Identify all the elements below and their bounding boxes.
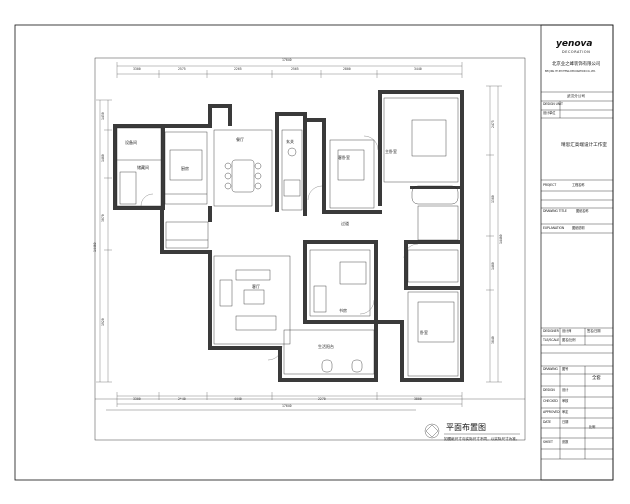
left-dimension-lines bbox=[96, 99, 112, 383]
room-storage: 储藏间 bbox=[137, 165, 149, 170]
approved-value: 审定 bbox=[562, 410, 569, 414]
all-set-label: 全套 bbox=[592, 376, 601, 381]
dim-bottom-5: 3800 bbox=[414, 397, 422, 401]
design-unit-label: DESIGN UNIT bbox=[543, 102, 563, 106]
date-label: DATE bbox=[543, 420, 551, 424]
room-guest-bedroom: 客卧室 bbox=[338, 155, 350, 160]
studio-name: 晴思汇高端设计工作室 bbox=[561, 143, 607, 148]
right-dimension-lines bbox=[486, 85, 502, 383]
dim-top-1: 3300 bbox=[133, 67, 141, 71]
designer-label: DESIGNER bbox=[543, 329, 559, 333]
dim-right-total: 14460 bbox=[499, 234, 503, 244]
room-equipment: 设备间 bbox=[125, 140, 137, 145]
checked-label: CHECKED bbox=[543, 399, 558, 403]
dim-bottom-4: 2270 bbox=[318, 397, 326, 401]
scale-ratio-label: 比例 bbox=[589, 425, 596, 429]
bottom-dimension-lines bbox=[116, 392, 463, 407]
title-block-rows bbox=[541, 91, 613, 460]
dim-top-3: 2265 bbox=[234, 67, 242, 71]
room-kitchen: 厨房 bbox=[181, 166, 189, 171]
company-name-cn: 北京业之峰装饰有限公司 bbox=[552, 62, 601, 67]
room-bedroom: 卧室 bbox=[420, 330, 428, 335]
dim-left-2: 1480 bbox=[101, 154, 105, 162]
sheet-border bbox=[14, 24, 614, 481]
plan-title-symbol bbox=[424, 423, 520, 439]
interior-lines bbox=[116, 97, 459, 377]
designer-value: 设计师 bbox=[562, 329, 572, 333]
design-unit-label-cn: 设计单位 bbox=[543, 111, 556, 115]
dim-left-3: 3070 bbox=[101, 214, 105, 222]
drawing-no-value: 图号 bbox=[562, 367, 569, 371]
plan-note: 如图纸尺寸与实际尺寸不同，以实际尺寸为准。 bbox=[444, 437, 520, 441]
dim-right-2: 1380 bbox=[491, 195, 495, 203]
room-master-bedroom: 主卧室 bbox=[385, 149, 397, 154]
project-label-cn: 工程名称 bbox=[572, 183, 585, 187]
room-study: 书房 bbox=[339, 308, 347, 313]
design-value: 设计 bbox=[562, 388, 569, 392]
dim-right-1: 2475 bbox=[491, 120, 495, 128]
drawing-title-value: 图纸名称 bbox=[576, 209, 589, 213]
door-swings bbox=[140, 135, 419, 361]
scale-value: 图名/比例 bbox=[562, 338, 576, 342]
drawing-no-label: DRAWING bbox=[543, 367, 558, 371]
approved-label: APPROVED bbox=[543, 410, 560, 414]
project-label: PROJECT bbox=[543, 183, 557, 187]
dim-left-total: 14460 bbox=[93, 242, 97, 252]
title-block-frame bbox=[540, 24, 614, 481]
dim-right-4: 3840 bbox=[491, 336, 495, 344]
logo-sub: DECORATION bbox=[562, 50, 591, 54]
room-corridor: 过道 bbox=[341, 221, 349, 226]
explanation-label: EXPLANATION bbox=[543, 226, 565, 230]
walls bbox=[113, 90, 464, 382]
room-living: 客厅 bbox=[252, 284, 260, 289]
checked-value: 审核 bbox=[562, 399, 569, 403]
dim-bottom-3: 4440 bbox=[234, 397, 242, 401]
branch-name: 武汉分公司 bbox=[567, 94, 585, 98]
plan-frame bbox=[94, 57, 526, 441]
date-value: 日期 bbox=[562, 420, 569, 424]
dim-left-4: 1920 bbox=[101, 318, 105, 326]
company-name-en: BEI JING YE ZHI FENG DECORATION CO.,LTD. bbox=[545, 70, 596, 73]
dim-bottom-2: 2*40 bbox=[178, 397, 186, 401]
top-dimension-lines bbox=[116, 62, 463, 78]
dim-top-2: 2575 bbox=[178, 67, 186, 71]
room-restaurant: 餐厅 bbox=[236, 137, 244, 142]
dim-bottom-1: 3300 bbox=[133, 397, 141, 401]
dim-top-6: 3440 bbox=[414, 67, 422, 71]
designer-sign-label: 签名/日期 bbox=[587, 329, 601, 333]
drawing-title-label: DRAWING TITLE bbox=[543, 209, 567, 213]
logo-main: yenova bbox=[556, 39, 593, 49]
dim-left-1: 1450 bbox=[101, 112, 105, 120]
scale-label: TLE/SCALE bbox=[543, 338, 560, 342]
sheet-value: 张数 bbox=[562, 440, 569, 444]
room-laundry-balcony: 生活阳台 bbox=[318, 344, 334, 349]
dim-top-4: 2565 bbox=[291, 67, 299, 71]
room-entry: 玄关 bbox=[286, 139, 294, 144]
dim-bottom-total: 17640 bbox=[282, 404, 292, 408]
explanation-value: 图纸说明 bbox=[572, 226, 585, 230]
dim-top-5: 2800 bbox=[343, 67, 351, 71]
design-label: DESIGN bbox=[543, 388, 555, 392]
sheet-label: SHEET bbox=[543, 440, 553, 444]
dim-top-total: 17640 bbox=[282, 58, 292, 62]
plan-title: 平面布置图 bbox=[446, 423, 486, 432]
dim-right-3: 1480 bbox=[491, 262, 495, 270]
